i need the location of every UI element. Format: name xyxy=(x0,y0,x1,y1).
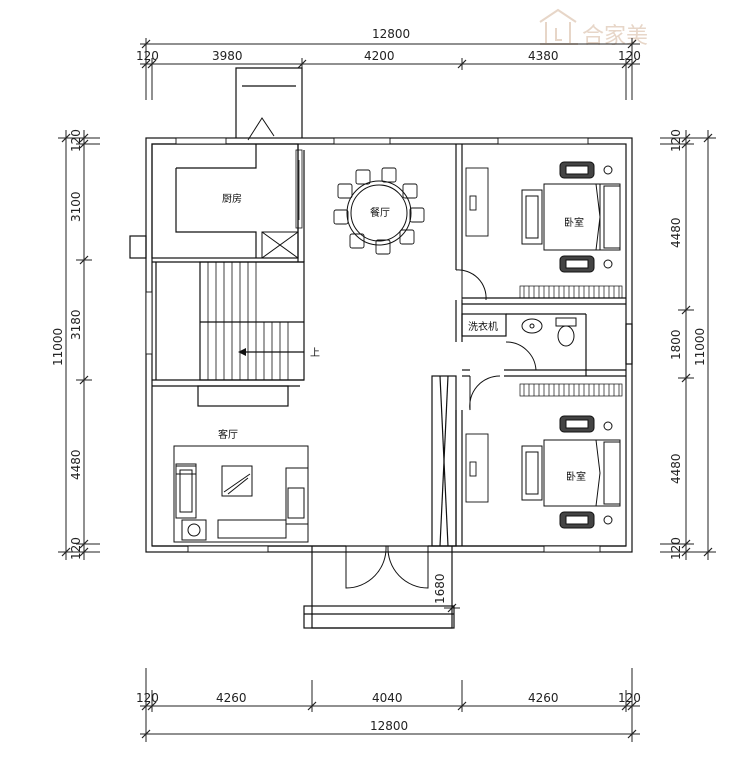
room-label-bedroom-top: 卧室 xyxy=(564,216,584,229)
dim-right-4: 4480 xyxy=(669,453,683,484)
sofa-set-icon xyxy=(173,445,309,543)
dim-right-2: 4480 xyxy=(669,217,683,248)
dim-porch: 1680 xyxy=(433,573,447,604)
kitchen-sink-icon xyxy=(261,231,299,259)
kitchen-counter-icon xyxy=(295,149,303,229)
dim-left-5: 120 xyxy=(69,537,83,560)
dim-right-total: 11000 xyxy=(693,328,707,366)
stair-arrow-icon xyxy=(238,348,246,356)
dim-right-1: 120 xyxy=(669,129,683,152)
room-label-kitchen: 厨房 xyxy=(222,192,242,205)
closet-bottom-icon xyxy=(519,383,623,397)
dim-bottom-total: 12800 xyxy=(370,719,408,733)
windows xyxy=(145,137,601,553)
closet-top-icon xyxy=(519,285,623,299)
bed-bottom-icon xyxy=(521,415,621,529)
wardrobe-icon xyxy=(465,167,489,503)
dim-bottom-2: 4260 xyxy=(216,691,247,705)
house-logo-icon xyxy=(539,8,578,45)
bed-top-icon xyxy=(521,161,621,273)
dim-bottom-4: 4260 xyxy=(528,691,559,705)
watermark: 合家美 xyxy=(539,8,648,49)
stair-up-label: 上 xyxy=(310,347,320,359)
room-label-bedroom-bottom: 卧室 xyxy=(566,470,586,483)
dim-right-5: 120 xyxy=(669,537,683,560)
dim-bottom-1: 120 xyxy=(136,691,159,705)
dim-bottom-3: 4040 xyxy=(372,691,403,705)
dim-right-3: 1800 xyxy=(669,329,683,360)
dim-top-3: 4200 xyxy=(364,49,395,63)
doors xyxy=(247,117,537,589)
dim-bottom-5: 120 xyxy=(618,691,641,705)
room-label-dining: 餐厅 xyxy=(370,206,390,219)
dining-table-icon xyxy=(333,167,425,255)
room-labels: 厨房 餐厅 卧室 卧室 客厅 洗衣机 上 xyxy=(218,192,586,483)
dim-left-3: 3180 xyxy=(69,309,83,340)
room-label-living: 客厅 xyxy=(218,428,238,441)
dim-top-4: 4380 xyxy=(528,49,559,63)
room-label-laundry: 洗衣机 xyxy=(468,320,498,333)
dim-left-1: 120 xyxy=(69,129,83,152)
toilet-icon xyxy=(555,317,577,347)
watermark-text: 合家美 xyxy=(582,24,648,49)
walls xyxy=(129,67,633,629)
dim-left-total: 11000 xyxy=(51,328,65,366)
dim-top-1: 120 xyxy=(136,49,159,63)
dim-left-2: 3100 xyxy=(69,191,83,222)
dim-top-5: 120 xyxy=(618,49,641,63)
dim-top-2: 3980 xyxy=(212,49,243,63)
washbasin-icon xyxy=(521,318,543,334)
dim-top-total: 12800 xyxy=(372,27,410,41)
dim-left-4: 4480 xyxy=(69,449,83,480)
dimension-labels: 12800 120 3980 4200 4380 120 120 4260 40… xyxy=(51,27,707,733)
